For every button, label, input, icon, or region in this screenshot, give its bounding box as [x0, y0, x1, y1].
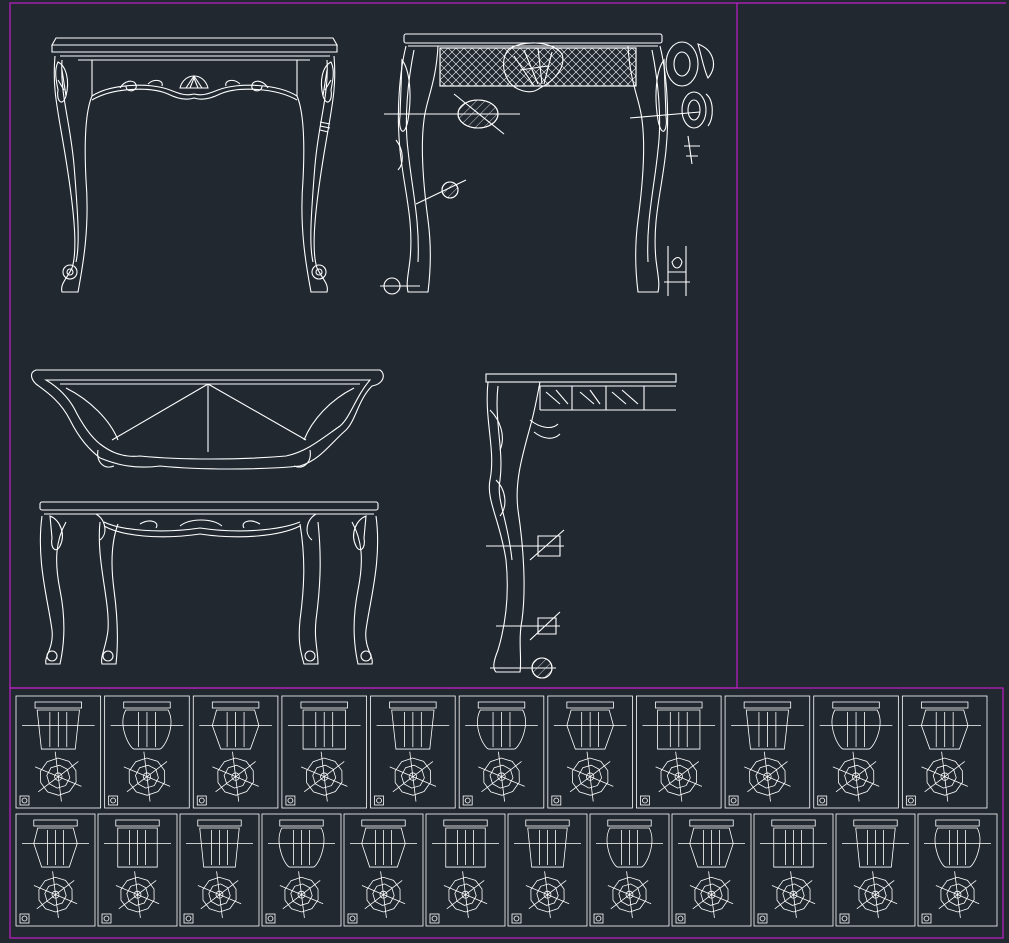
detail-sheet: [901, 695, 988, 809]
detail-sheet: [179, 813, 260, 927]
side-elevation-view: [380, 33, 714, 296]
detail-sheet: [97, 813, 178, 927]
sheet-frames: [9, 2, 1006, 939]
detail-sheet: [753, 813, 834, 927]
detail-sheet: [15, 695, 102, 809]
detail-sheet: [813, 695, 899, 809]
detail-sheet: [261, 813, 342, 927]
detail-sheet: [835, 813, 916, 927]
detail-sheet: [281, 695, 367, 809]
leg-section-view: [485, 373, 677, 679]
detail-sheet: [458, 695, 545, 809]
long-front-elevation-view: [39, 501, 379, 665]
detail-row-2: [15, 813, 998, 927]
front-elevation-view: [51, 37, 338, 293]
detail-sheet-frame: [9, 687, 1004, 939]
detail-row-1: [15, 695, 988, 809]
detail-sheet: [370, 695, 456, 809]
detail-sheet: [192, 695, 279, 809]
top-plan-view: [30, 369, 384, 470]
detail-sheet: [917, 813, 998, 927]
detail-sheet: [15, 813, 96, 927]
detail-sheet: [507, 813, 588, 927]
detail-sheet: [589, 813, 670, 927]
detail-sheet: [671, 813, 752, 927]
detail-sheet: [547, 695, 633, 809]
detail-sheet: [425, 813, 506, 927]
detail-sheet: [343, 813, 424, 927]
detail-sheet: [636, 695, 722, 809]
detail-sheet: [724, 695, 811, 809]
detail-sheet: [104, 695, 190, 809]
